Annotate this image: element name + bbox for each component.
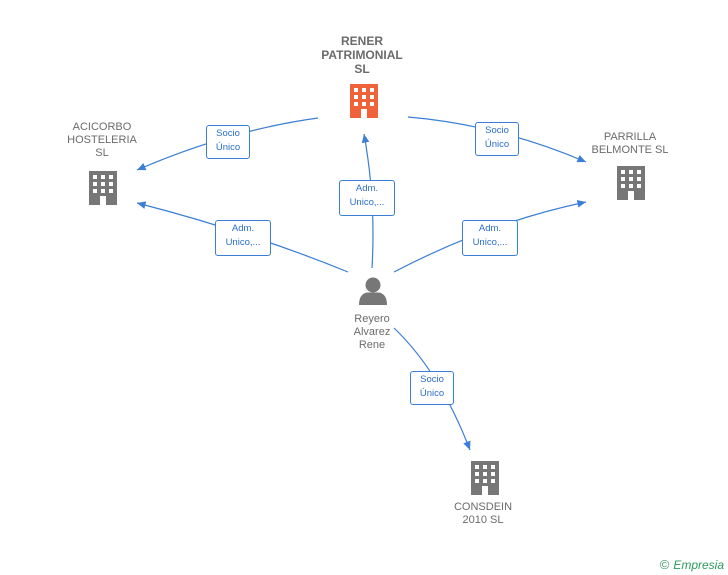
edge-label-reyero-parrilla: Adm. Unico,... [462,220,518,256]
edge-label-reyero-acicorbo: Adm. Unico,... [215,220,271,256]
building-icon[interactable] [471,461,499,495]
edge-label-reyero-rener: Adm. Unico,... [339,180,395,216]
node-label-reyero[interactable]: Reyero Alvarez Rene [353,313,391,351]
building-icon[interactable] [89,171,117,205]
node-label-parrilla[interactable]: PARRILLA BELMONTE SL [591,131,669,156]
brand-logo[interactable]: © Empresia [660,557,724,572]
brand-name: Empresia [673,557,724,572]
node-label-rener[interactable]: RENER PATRIMONIAL SL [321,34,403,76]
node-label-acicorbo[interactable]: ACICORBO HOSTELERIA SL [67,121,137,159]
edge-label-rener-parrilla: Socio Único [475,122,519,156]
edge-label-reyero-consdein: Socio Único [410,371,454,405]
copyright-symbol: © [659,557,670,572]
building-icon[interactable] [617,166,645,200]
node-label-consdein[interactable]: CONSDEIN 2010 SL [453,501,513,526]
edge-label-rener-acicorbo: Socio Único [206,125,250,159]
person-icon[interactable] [359,277,387,306]
building-icon[interactable] [350,84,378,118]
